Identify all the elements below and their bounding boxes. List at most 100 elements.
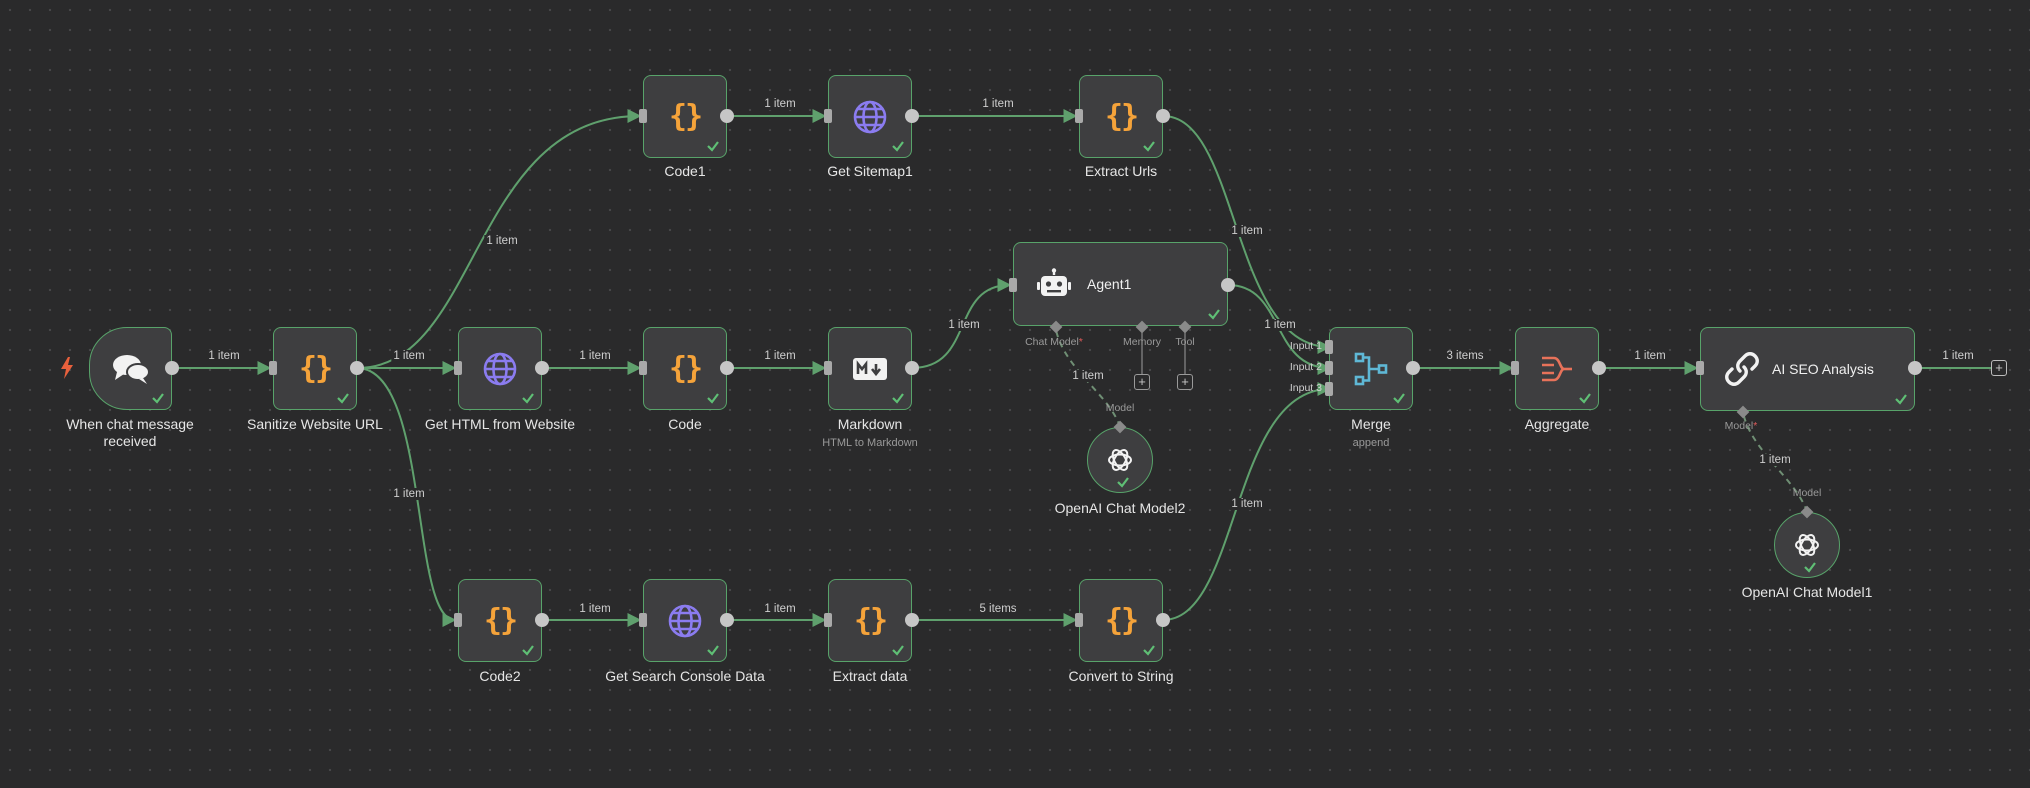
add-memory-button[interactable]: + [1134, 374, 1150, 390]
node-label: Get HTML from Website [424, 416, 576, 432]
node-agent1[interactable]: Agent1 [1013, 242, 1228, 326]
node-convert-to-string[interactable]: {} [1079, 579, 1163, 662]
output-handle[interactable] [1406, 361, 1420, 375]
input-handle[interactable] [824, 109, 832, 123]
edge-label: 1 item [762, 603, 798, 615]
input-handle[interactable] [1511, 361, 1519, 375]
node-label: Code2 [479, 668, 521, 684]
input-handle-1[interactable] [1325, 340, 1333, 354]
output-handle[interactable] [350, 361, 364, 375]
edge-label: 5 items [977, 603, 1019, 615]
edge-label: 1 item [1757, 454, 1793, 466]
node-label: OpenAI Chat Model1 [1741, 584, 1873, 600]
check-icon [1143, 141, 1155, 152]
node-label: Get Search Console Data [605, 668, 765, 684]
input-handle[interactable] [824, 361, 832, 375]
edge-label: 1 item [391, 350, 427, 362]
output-handle[interactable] [535, 613, 549, 627]
node-openai-chat-model1[interactable] [1774, 512, 1840, 578]
node-sanitize-website-url[interactable]: {} [273, 327, 357, 410]
input-handle-3[interactable] [1325, 382, 1333, 396]
input-handle[interactable] [824, 613, 832, 627]
port-label-model: Model [1792, 487, 1822, 499]
output-handle[interactable] [1221, 278, 1235, 292]
node-label: Get Sitemap1 [827, 163, 913, 179]
input-handle[interactable] [639, 613, 647, 627]
edge-label: 1 item [1262, 319, 1298, 331]
output-handle[interactable] [1156, 613, 1170, 627]
robot-icon [1036, 243, 1072, 325]
output-handle[interactable] [905, 109, 919, 123]
edge-label: 1 item [1940, 350, 1976, 362]
input-handle[interactable] [454, 361, 462, 375]
edge-label: 1 item [1229, 225, 1265, 237]
node-code1[interactable]: {} [643, 75, 727, 158]
edge-label: 1 item [484, 235, 520, 247]
port-label-text: Chat Model [1025, 336, 1079, 348]
input-handle[interactable] [1075, 109, 1083, 123]
check-icon [1393, 393, 1405, 404]
node-get-sitemap1[interactable] [828, 75, 912, 158]
add-tool-button[interactable]: + [1177, 374, 1193, 390]
input-handle[interactable] [639, 361, 647, 375]
node-label: Aggregate [1524, 416, 1590, 432]
node-code[interactable]: {} [643, 327, 727, 410]
edge-label: 1 item [577, 350, 613, 362]
node-label: Convert to String [1068, 668, 1174, 684]
node-label: OpenAI Chat Model2 [1054, 500, 1186, 516]
link-icon [1725, 328, 1759, 410]
output-handle[interactable] [905, 361, 919, 375]
check-icon [337, 393, 349, 404]
node-aggregate[interactable] [1515, 327, 1599, 410]
input-handle[interactable] [269, 361, 277, 375]
node-markdown[interactable] [828, 327, 912, 410]
input-handle[interactable] [1696, 361, 1704, 375]
node-label: Code [668, 416, 702, 432]
check-icon [152, 393, 164, 404]
node-label: Code1 [664, 163, 706, 179]
port-label-tool: Tool [1175, 336, 1195, 348]
check-icon [522, 393, 534, 404]
required-marker: * [1753, 420, 1758, 432]
node-get-search-console-data[interactable] [643, 579, 727, 662]
node-extract-urls[interactable]: {} [1079, 75, 1163, 158]
check-icon [892, 141, 904, 152]
curly-braces-icon: {} [668, 99, 703, 134]
node-title: Agent1 [1087, 276, 1132, 292]
node-subtitle: HTML to Markdown [822, 437, 918, 449]
edge-label: 1 item [577, 603, 613, 615]
aggregate-icon [1516, 328, 1598, 409]
lightning-icon [60, 357, 74, 384]
output-handle[interactable] [535, 361, 549, 375]
edge-label: 1 item [946, 319, 982, 331]
node-merge[interactable] [1329, 327, 1413, 410]
output-handle[interactable] [720, 361, 734, 375]
node-label: Sanitize Website URL [247, 416, 383, 432]
output-handle[interactable] [720, 109, 734, 123]
input-label-2: Input 2 [1289, 361, 1322, 373]
input-handle-2[interactable] [1325, 361, 1333, 375]
edge-label: 1 item [1229, 498, 1265, 510]
output-handle[interactable] [720, 613, 734, 627]
node-label: Extract data [832, 668, 908, 684]
output-handle[interactable] [1592, 361, 1606, 375]
node-extract-data[interactable]: {} [828, 579, 912, 662]
add-node-button[interactable]: + [1991, 360, 2007, 376]
globe-icon [644, 580, 726, 661]
node-openai-chat-model2[interactable] [1087, 427, 1153, 493]
input-handle[interactable] [1009, 278, 1017, 292]
input-handle[interactable] [1075, 613, 1083, 627]
node-code2[interactable]: {} [458, 579, 542, 662]
curly-braces-icon: {} [1104, 99, 1139, 134]
output-handle[interactable] [1908, 361, 1922, 375]
output-handle[interactable] [905, 613, 919, 627]
node-get-html[interactable] [458, 327, 542, 410]
output-handle[interactable] [165, 361, 179, 375]
node-ai-seo-analysis[interactable]: AI SEO Analysis [1700, 327, 1915, 411]
node-chat-trigger[interactable] [89, 327, 172, 410]
input-handle[interactable] [639, 109, 647, 123]
required-marker: * [1078, 336, 1083, 348]
input-handle[interactable] [454, 613, 462, 627]
openai-icon [1088, 428, 1152, 492]
output-handle[interactable] [1156, 109, 1170, 123]
